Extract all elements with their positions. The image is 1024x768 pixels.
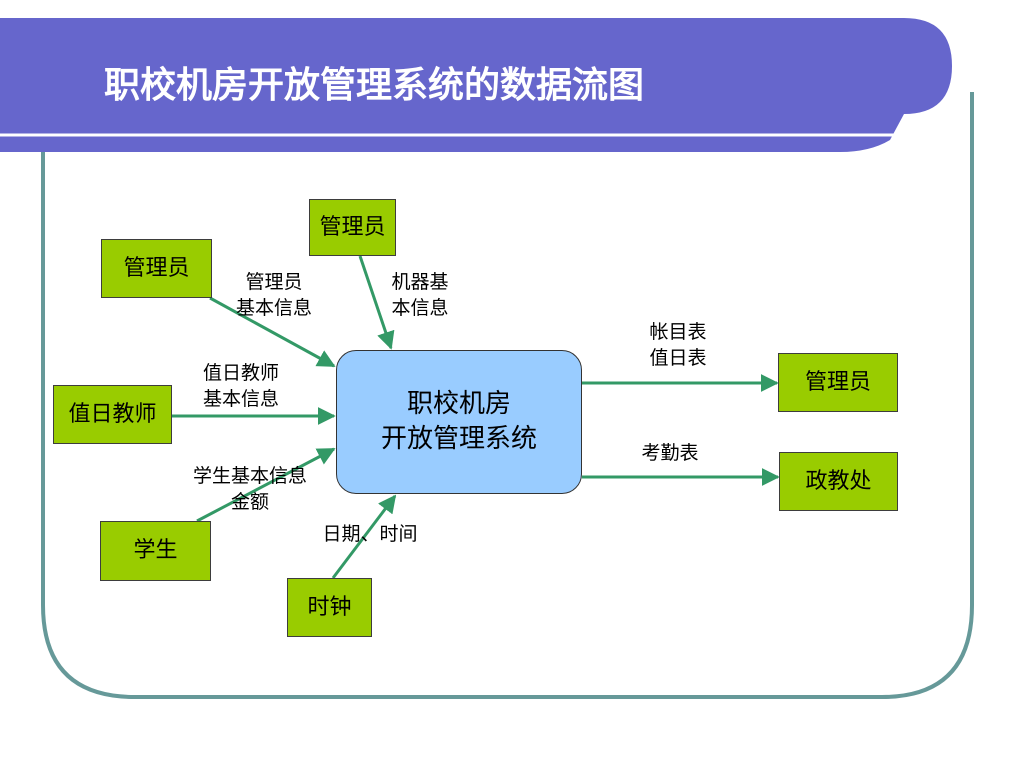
process-label-line1: 职校机房 bbox=[406, 388, 511, 419]
slide-title: 职校机房开放管理系统的数据流图 bbox=[104, 65, 645, 106]
process-system: 职校机房 开放管理系统 bbox=[336, 350, 582, 494]
entity-student: 学生 bbox=[100, 521, 211, 581]
entity-admin-left: 管理员 bbox=[101, 239, 212, 298]
flow-label-line: 金额 bbox=[230, 490, 269, 513]
entity-admin-top: 管理员 bbox=[309, 199, 396, 256]
content-frame bbox=[41, 92, 974, 699]
flow-label-reports: 帐目表 值日表 bbox=[628, 320, 728, 371]
arrow-clock-to-system bbox=[331, 494, 397, 579]
flow-label-line: 学生基本信息 bbox=[192, 465, 307, 487]
flow-arrows bbox=[172, 255, 780, 579]
flow-label-line: 值日表 bbox=[649, 346, 707, 369]
flow-label-line: 帐目表 bbox=[649, 321, 707, 343]
flow-label-student-info: 学生基本信息 金额 bbox=[166, 464, 334, 515]
flow-label-machine-info: 机器基 本信息 bbox=[370, 270, 470, 321]
flow-label-date-time: 日期、时间 bbox=[322, 523, 418, 545]
flow-label-line: 机器基 bbox=[391, 271, 449, 293]
arrow-admin-to-system bbox=[209, 296, 336, 368]
flow-label-line: 基本信息 bbox=[202, 387, 279, 410]
entity-clock: 时钟 bbox=[287, 578, 372, 637]
flow-label-line: 基本信息 bbox=[235, 296, 312, 319]
flow-label-line: 管理员 bbox=[245, 271, 303, 293]
entity-duty-teacher: 值日教师 bbox=[53, 385, 172, 444]
flow-label-teacher-info: 值日教师 基本信息 bbox=[176, 361, 306, 412]
arrow-admin-top-to-system bbox=[358, 255, 395, 350]
entity-politics-office: 政教处 bbox=[779, 452, 898, 511]
flow-label-admin-info: 管理员 基本信息 bbox=[212, 270, 336, 321]
arrow-student-to-system bbox=[196, 447, 336, 523]
flow-label-line: 值日教师 bbox=[202, 362, 279, 384]
flow-label-attendance: 考勤表 bbox=[641, 442, 699, 464]
flow-label-line: 本信息 bbox=[391, 296, 449, 319]
process-label-line2: 开放管理系统 bbox=[380, 424, 537, 454]
title-banner bbox=[0, 18, 952, 152]
entity-admin-right: 管理员 bbox=[778, 353, 898, 412]
